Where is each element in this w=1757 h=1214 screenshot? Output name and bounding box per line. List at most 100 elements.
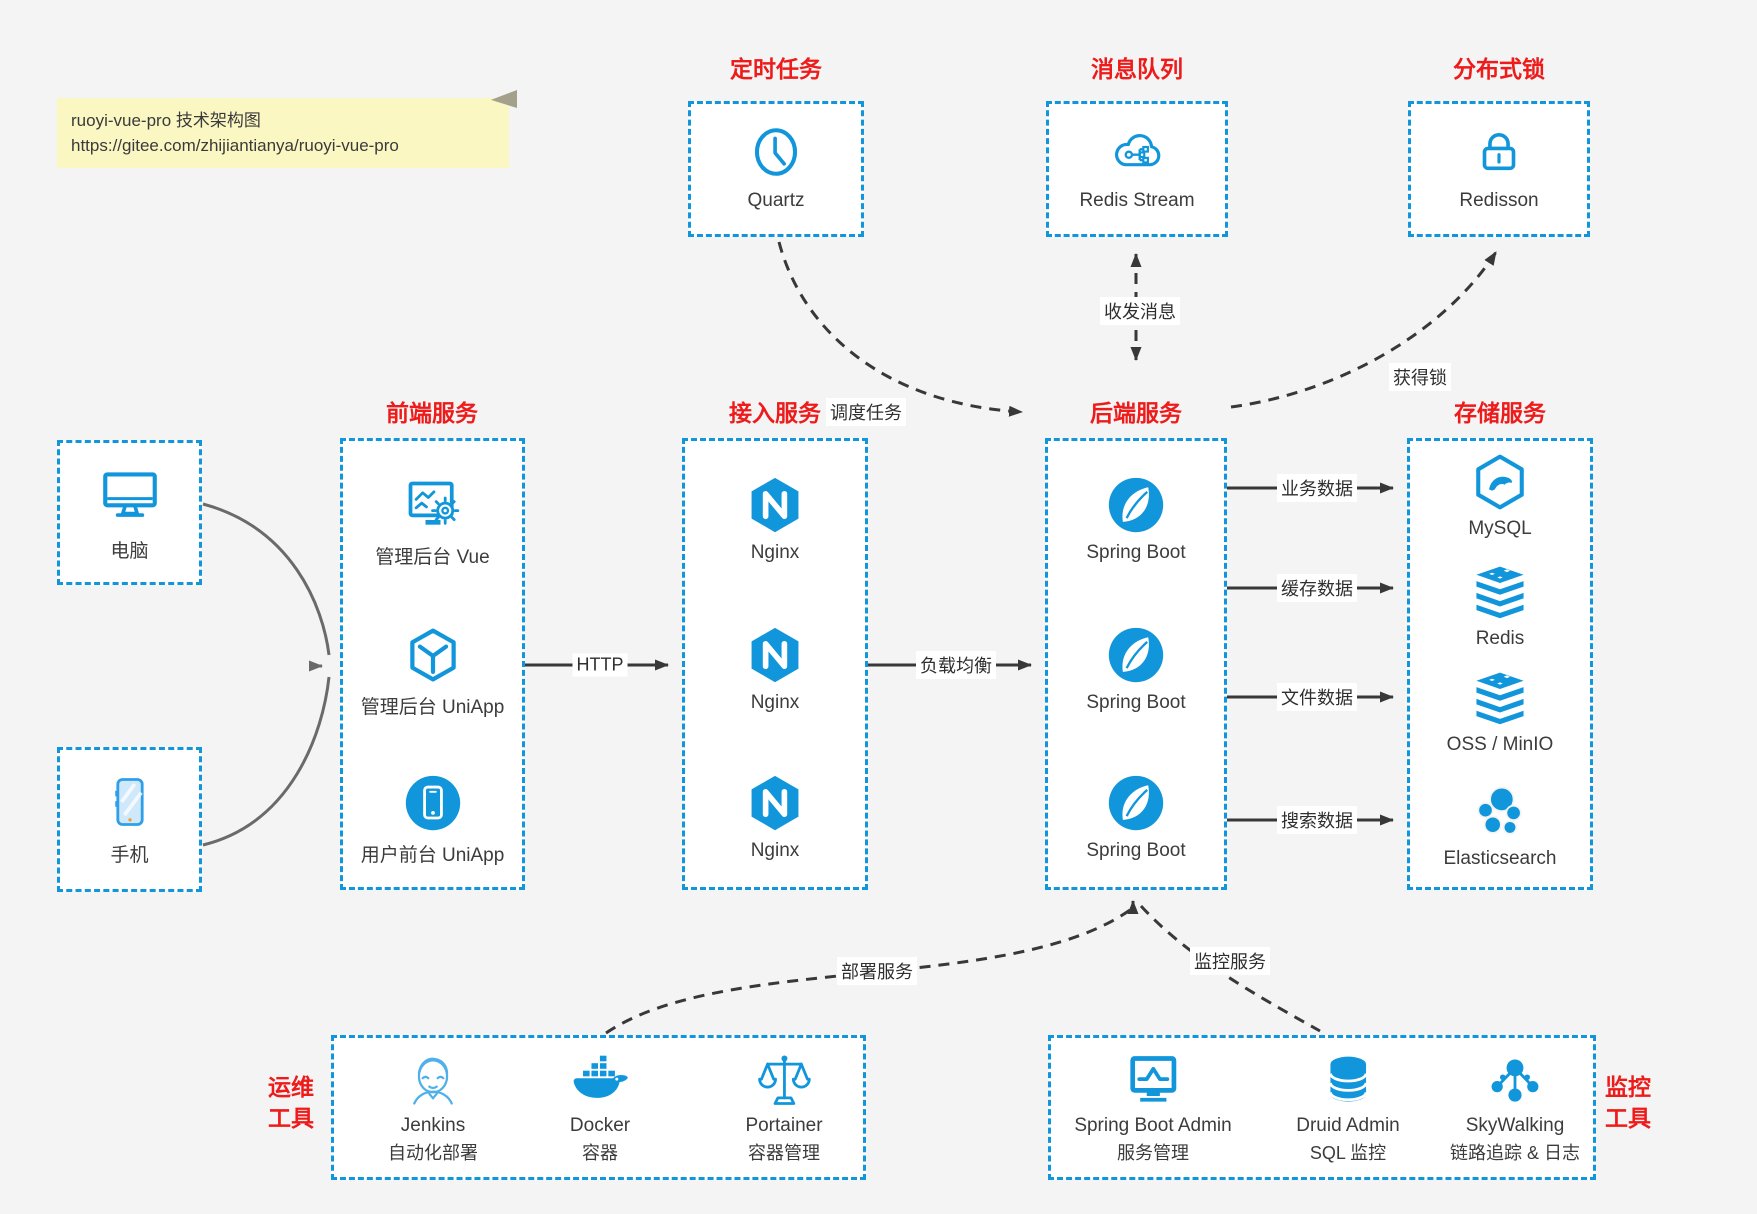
group-title-distributed-lock: 分布式锁 (1453, 56, 1545, 82)
clock-icon (747, 123, 805, 181)
ops-tools-title: 运维 工具 (268, 1072, 314, 1134)
spring-boot-icon (1106, 625, 1166, 685)
node-name: Docker (569, 1115, 631, 1136)
redisson-label: Redisson (1459, 189, 1539, 211)
node-label: 管理后台 Vue (375, 547, 490, 568)
edge-lock-curve (1230, 251, 1498, 409)
edge-label-lock: 获得锁 (1389, 363, 1451, 391)
node-label: Spring Boot (1086, 692, 1186, 713)
ops-title-line1: 运维 (268, 1074, 314, 1100)
node-desc: 容器管理 (747, 1143, 820, 1163)
node-label: Nginx (750, 542, 800, 563)
docker-icon (570, 1051, 630, 1111)
node-portainer: Portainer 容器管理 (745, 1051, 823, 1165)
node-label: Spring Boot (1086, 542, 1186, 563)
quartz-label: Quartz (747, 189, 805, 211)
node-label: Redis (1475, 628, 1525, 649)
node-nginx-1: Nginx (685, 475, 865, 564)
backend-services-box: Spring Boot Spring Boot Spring Boot (1045, 438, 1227, 890)
node-elasticsearch: Elasticsearch (1410, 783, 1590, 870)
node-desc: SQL 监控 (1309, 1143, 1387, 1163)
storage-services-box: MySQL Redis OSS / MinIO Elasticsearch (1407, 438, 1593, 890)
node-springboot-3: Spring Boot (1048, 773, 1224, 862)
node-jenkins: Jenkins 自动化部署 (388, 1051, 478, 1165)
node-name: Jenkins (400, 1115, 466, 1136)
nginx-icon (745, 773, 805, 833)
edge-monitor-curve (1139, 904, 1321, 1033)
ops-title-line2: 工具 (268, 1105, 314, 1131)
node-name: Druid Admin (1296, 1115, 1400, 1136)
redisson-box: Redisson (1408, 101, 1590, 237)
edge-label-http: HTTP (572, 653, 628, 677)
mysql-icon (1471, 453, 1529, 511)
node-label: OSS / MinIO (1446, 734, 1554, 755)
node-nginx-3: Nginx (685, 773, 865, 862)
pc-label: 电脑 (110, 541, 149, 562)
pc-client-box: 电脑 (57, 440, 202, 585)
node-name: Spring Boot Admin (1074, 1115, 1232, 1136)
frontend-services-box: 管理后台 Vue 管理后台 UniApp 用户前台 UniApp (340, 438, 525, 890)
sba-icon (1123, 1051, 1183, 1111)
node-spring-boot-admin: Spring Boot Admin 服务管理 (1074, 1051, 1232, 1165)
node-label: Elasticsearch (1443, 848, 1557, 869)
redis-stream-label: Redis Stream (1079, 189, 1195, 211)
column-title-backend: 后端服务 (1090, 400, 1182, 426)
node-desc: 容器 (582, 1143, 618, 1163)
edge-phone-to-frontend (202, 676, 331, 847)
edge-label-messaging: 收发消息 (1100, 297, 1180, 325)
ops-tools-box: Jenkins 自动化部署 Docker 容器 Portainer 容器管理 (331, 1035, 866, 1180)
note-url: https://gitee.com/zhijiantianya/ruoyi-vu… (71, 136, 399, 155)
monitor-tools-box: Spring Boot Admin 服务管理 Druid Admin SQL 监… (1048, 1035, 1596, 1180)
jenkins-icon (403, 1051, 463, 1111)
edge-label-monitor: 监控服务 (1190, 947, 1270, 975)
node-admin-uniapp: 管理后台 UniApp (343, 625, 522, 719)
node-springboot-2: Spring Boot (1048, 625, 1224, 714)
edge-pc-to-frontend (202, 502, 331, 656)
quartz-box: Quartz (688, 101, 864, 237)
edge-label-business-data: 业务数据 (1277, 474, 1357, 502)
nginx-icon (745, 625, 805, 685)
node-desc: 服务管理 (1117, 1143, 1189, 1163)
redis-stream-box: Redis Stream (1046, 101, 1228, 237)
oss-stack-icon (1471, 669, 1529, 727)
node-label: MySQL (1468, 518, 1532, 539)
group-title-message-queue: 消息队列 (1091, 56, 1183, 82)
node-label: 用户前台 UniApp (360, 845, 505, 866)
phone-label: 手机 (110, 845, 149, 866)
admin-vue-icon (403, 475, 463, 535)
column-title-storage: 存储服务 (1454, 400, 1546, 426)
lock-icon (1470, 123, 1528, 181)
node-name: Portainer (745, 1115, 823, 1136)
edge-label-schedule: 调度任务 (826, 398, 906, 426)
phone-client-box: 手机 (57, 747, 202, 892)
note-title: ruoyi-vue-pro 技术架构图 (71, 111, 261, 130)
sticky-note: ruoyi-vue-pro 技术架构图 https://gitee.com/zh… (57, 90, 517, 168)
uniapp-cube-icon (403, 625, 463, 685)
edge-schedule-curve (777, 241, 1023, 417)
column-title-access: 接入服务 (729, 400, 821, 426)
group-title-scheduled-tasks: 定时任务 (730, 56, 822, 82)
skywalking-icon (1485, 1051, 1545, 1111)
edge-label-file-data: 文件数据 (1277, 683, 1357, 711)
access-services-box: Nginx Nginx Nginx (682, 438, 868, 890)
node-nginx-2: Nginx (685, 625, 865, 714)
edge-label-deploy: 部署服务 (837, 957, 917, 985)
node-desc: 链路追踪 & 日志 (1449, 1143, 1581, 1163)
node-label: 管理后台 UniApp (360, 697, 505, 718)
node-springboot-1: Spring Boot (1048, 475, 1224, 564)
edge-label-search-data: 搜索数据 (1277, 806, 1357, 834)
node-user-uniapp: 用户前台 UniApp (343, 773, 522, 867)
edge-label-load-balance: 负载均衡 (916, 651, 996, 679)
node-druid-admin: Druid Admin SQL 监控 (1296, 1051, 1400, 1165)
edge-label-cache-data: 缓存数据 (1277, 574, 1357, 602)
node-docker: Docker 容器 (570, 1051, 630, 1165)
node-skywalking: SkyWalking 链路追踪 & 日志 (1450, 1051, 1580, 1165)
monitor-title-line2: 工具 (1605, 1105, 1651, 1131)
spring-boot-icon (1106, 773, 1166, 833)
monitor-tools-title: 监控 工具 (1605, 1072, 1651, 1134)
node-redis: Redis (1410, 563, 1590, 650)
user-app-icon (403, 773, 463, 833)
redis-stack-icon (1471, 563, 1529, 621)
node-oss-minio: OSS / MinIO (1410, 669, 1590, 756)
